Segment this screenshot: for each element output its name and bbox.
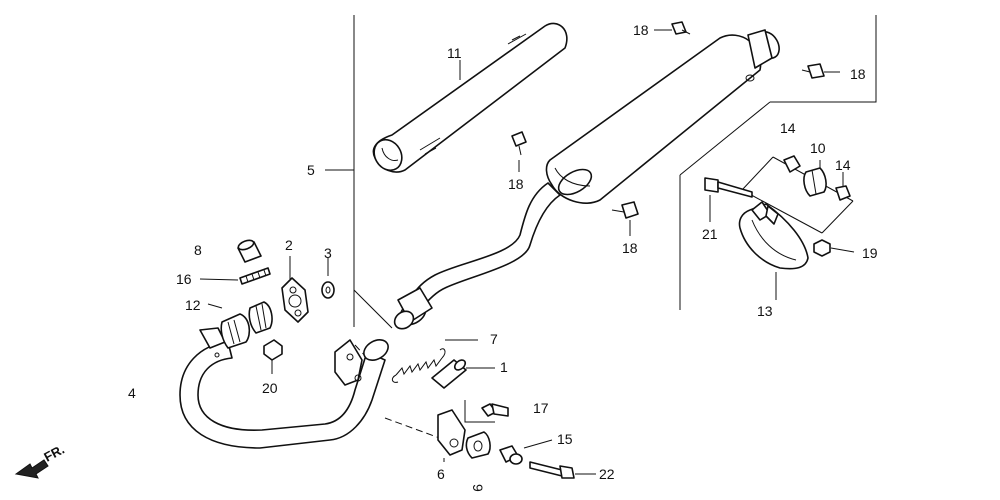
callout-16: 16: [176, 271, 192, 287]
callout-20: 20: [262, 380, 278, 396]
group-bracket-upper-right: [679, 15, 877, 310]
callout-7: 7: [490, 331, 498, 347]
collar-8: [237, 239, 262, 263]
heat-shield: [372, 22, 568, 173]
spring-7: [391, 348, 446, 383]
group-bracket-17: [464, 400, 495, 423]
callout-18-top: 18: [633, 22, 649, 38]
callout-11: 11: [447, 45, 462, 61]
collar-14-right: [835, 185, 851, 201]
leader-lines: [199, 29, 855, 475]
callout-13: 13: [757, 303, 773, 319]
muffler-band-13: [738, 201, 809, 270]
dash-leader-4: [354, 344, 381, 373]
header-pipe-4: [179, 327, 389, 449]
callout-22: 22: [599, 466, 615, 482]
callout-5: 5: [307, 162, 315, 178]
callout-19: 19: [862, 245, 878, 261]
stud-bolt-16: [239, 267, 271, 285]
bolt-18-lower: [611, 201, 639, 219]
callout-18-right: 18: [850, 66, 866, 82]
callout-3: 3: [324, 245, 332, 261]
bracket-6: [437, 409, 466, 456]
collar-15: [499, 445, 523, 465]
callout-15: 15: [557, 431, 573, 447]
rubber-mount-10: [803, 167, 827, 197]
grommet-9: [465, 431, 491, 459]
callout-6: 6: [437, 466, 445, 482]
callout-10: 10: [810, 140, 826, 156]
arrow-left-icon: [14, 459, 49, 479]
callout-18-lower: 18: [622, 240, 638, 256]
collar-14-left: [783, 155, 801, 173]
bolt-18-middle: [511, 131, 527, 156]
bolt-17: [481, 403, 509, 417]
bolt-21: [704, 177, 753, 198]
callout-17: 17: [533, 400, 549, 416]
spring-sleeve-1: [431, 359, 467, 389]
callout-12: 12: [185, 297, 201, 313]
dash-leader-6: [384, 417, 446, 441]
exhaust-flange-2: [281, 277, 309, 323]
washer-3: [321, 281, 335, 299]
bolt-18-right: [801, 63, 825, 79]
nut-20: [263, 339, 283, 361]
bolt-18-top: [671, 21, 691, 35]
muffler: [545, 29, 780, 204]
exhaust-gasket-12: [220, 301, 273, 349]
callout-18-middle: 18: [508, 176, 524, 192]
callout-labels: 11 18 18 18 18 5 14 10 14 21 19 13 8 2 3…: [128, 22, 878, 492]
callout-14-right: 14: [835, 157, 851, 173]
callout-4: 4: [128, 385, 136, 401]
callout-1: 1: [500, 359, 508, 375]
callout-2: 2: [285, 237, 293, 253]
front-direction-indicator: FR.: [14, 442, 67, 479]
pipe-5: [393, 182, 561, 330]
callout-14-top: 14: [780, 120, 796, 136]
callout-9: 9: [470, 484, 486, 492]
bolt-22: [529, 461, 575, 479]
callout-8: 8: [194, 242, 202, 258]
callout-21: 21: [702, 226, 718, 242]
group-bracket-5: [325, 15, 393, 329]
nut-19: [813, 239, 831, 257]
